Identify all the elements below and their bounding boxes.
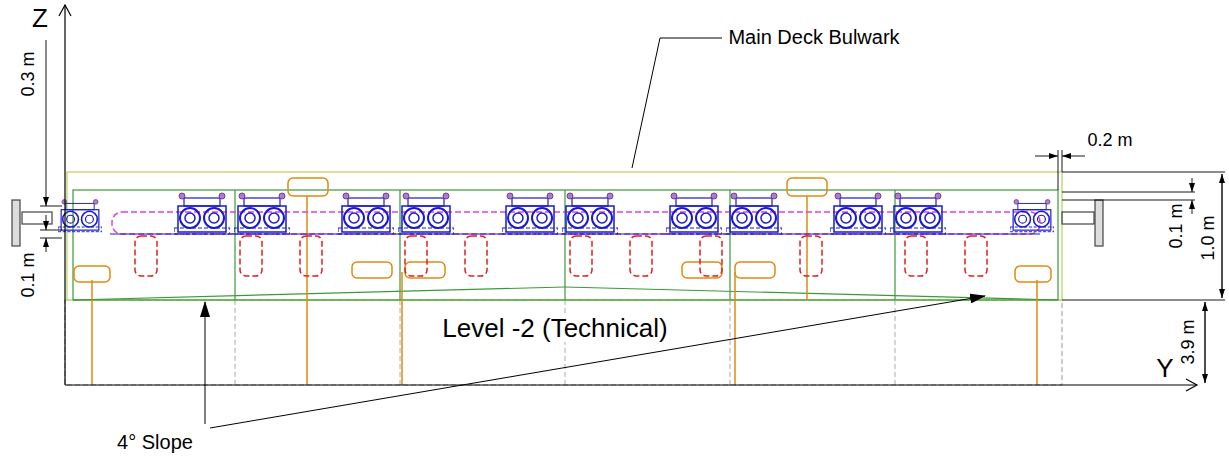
dimension-label: 1.0 m bbox=[1198, 212, 1218, 263]
dimension-label: 0.1 m bbox=[19, 252, 37, 297]
callout-label: Main Deck Bulwark bbox=[728, 27, 899, 47]
callout-label: 4° Slope bbox=[117, 432, 193, 452]
dimension-label: 0.1 m bbox=[1167, 203, 1185, 248]
axis-label: Y bbox=[1156, 355, 1173, 381]
axis-label: Z bbox=[32, 5, 48, 31]
dimension-label: 3.9 m bbox=[1178, 316, 1198, 367]
dimension-label: 0.3 m bbox=[19, 51, 37, 96]
level-label: Level -2 (Technical) bbox=[439, 314, 670, 342]
dimension-label: 0.2 m bbox=[1087, 131, 1132, 149]
